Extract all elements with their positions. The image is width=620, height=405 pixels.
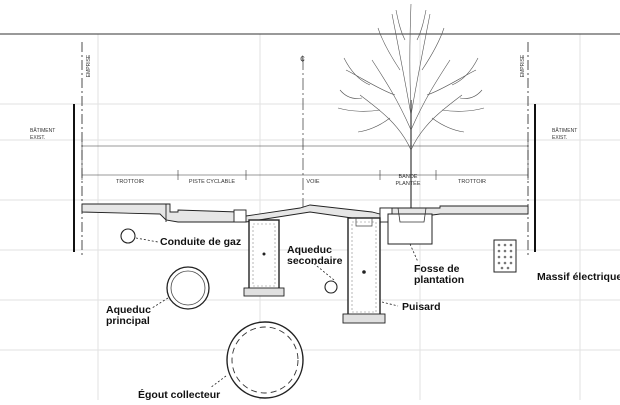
- electrical-duct-bank: [493, 239, 517, 273]
- callout-aqueduc-secondaire-2: secondaire: [287, 255, 343, 267]
- batiment-label-right-2: EXIST.: [552, 135, 567, 141]
- zone-label-trottoir-left: TROTTOIR: [116, 179, 144, 185]
- batiment-label-left-2: EXIST.: [30, 135, 45, 141]
- fosse-leader: [409, 243, 419, 263]
- zone-label-trottoir-right: TROTTOIR: [458, 179, 486, 185]
- callout-aqueduc-principal-1: Aqueduc: [106, 304, 151, 316]
- callout-puisard: Puisard: [402, 301, 441, 313]
- callout-egout: Égout collecteur: [138, 388, 220, 400]
- secondary-water-leader: [311, 261, 335, 281]
- sewer-leader: [209, 375, 227, 389]
- zone-label-bande-2: PLANTÉE: [395, 180, 420, 187]
- puisard-leader: [381, 301, 399, 307]
- emprise-label-left: EMPRISE: [86, 54, 92, 77]
- callout-conduite-gaz: Conduite de gaz: [160, 236, 241, 248]
- sewer-main: [226, 321, 304, 399]
- secondary-water-main: [324, 280, 338, 294]
- main-water-leader: [151, 297, 169, 309]
- emprise-line-left: [73, 42, 83, 255]
- emprise-line-right: [527, 42, 536, 255]
- background-grid: [0, 33, 620, 400]
- puisard: [342, 217, 386, 324]
- dimension-line: [81, 141, 529, 180]
- zone-label-bande-1: BANDE: [399, 174, 418, 180]
- zone-label-voie: VOIE: [306, 179, 319, 185]
- callout-fosse-2: plantation: [414, 274, 464, 286]
- tree-illustration: [337, 3, 485, 208]
- centerline-symbol: ¢: [300, 54, 305, 64]
- ground-profile: [81, 203, 529, 223]
- zone-label-piste: PISTE CYCLABLE: [189, 179, 235, 185]
- callout-aqueduc-principal-2: principal: [106, 315, 150, 327]
- callout-massif: Massif électriques: [537, 271, 620, 283]
- emprise-label-right: EMPRISE: [520, 54, 526, 77]
- catch-basin-left: [243, 219, 285, 297]
- main-water-pipe: [166, 266, 210, 310]
- batiment-label-right-1: BÂTIMENT: [552, 127, 577, 134]
- callout-aqueduc-secondaire-1: Aqueduc: [287, 244, 332, 256]
- gas-pipe-leader: [135, 237, 159, 243]
- tree-pit: [387, 207, 433, 245]
- callout-fosse-1: Fosse de: [414, 263, 460, 275]
- gas-pipe: [120, 228, 136, 244]
- batiment-label-left-1: BÂTIMENT: [30, 127, 55, 134]
